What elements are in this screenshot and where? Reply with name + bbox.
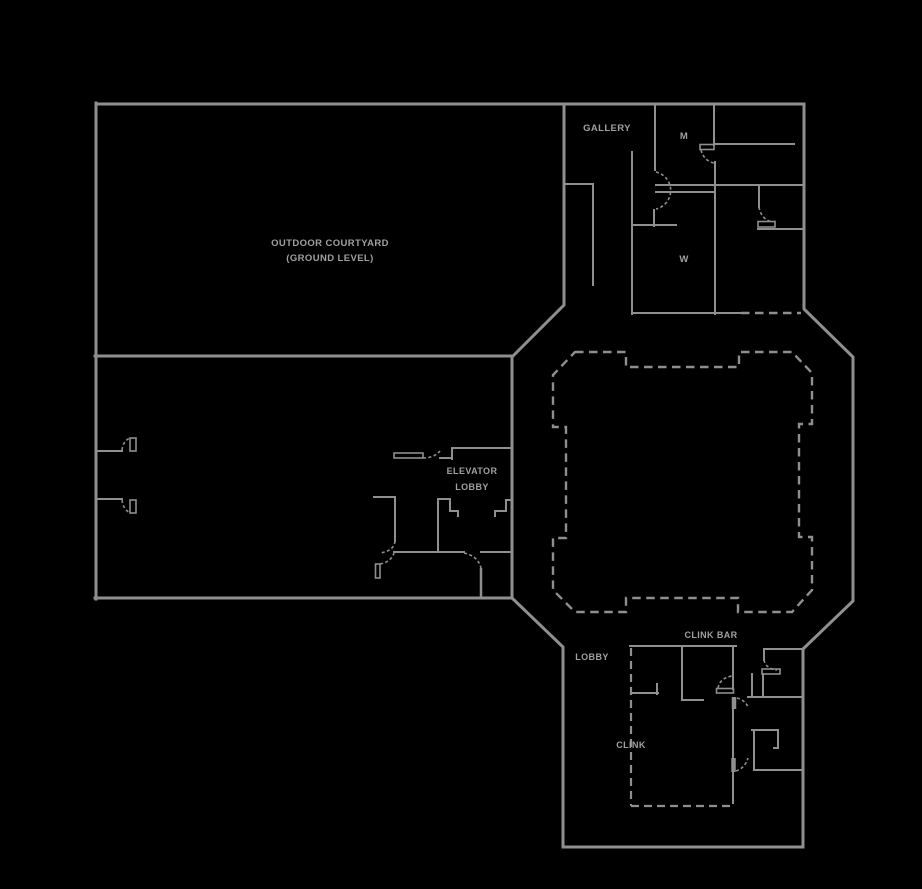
label-clink: CLINK bbox=[616, 740, 646, 750]
door-arc bbox=[735, 757, 749, 772]
door-swings bbox=[95, 143, 781, 772]
label-mens-room: M bbox=[680, 131, 688, 142]
outer-walls bbox=[93, 101, 855, 849]
label-lobby: LOBBY bbox=[575, 652, 609, 662]
door-leaf bbox=[761, 668, 781, 675]
label-elevator-line1: ELEVATOR bbox=[447, 466, 498, 476]
door-leaf bbox=[393, 452, 424, 459]
door-leaf bbox=[699, 143, 715, 151]
wall-segments bbox=[563, 103, 805, 315]
door-leaf bbox=[715, 687, 735, 694]
door-arc bbox=[121, 437, 131, 451]
door-leaf bbox=[129, 499, 137, 514]
door-leaf bbox=[757, 220, 776, 228]
label-courtyard-line1: OUTDOOR COURTYARD bbox=[271, 238, 389, 249]
room-labels: OUTDOOR COURTYARD (GROUND LEVEL) GALLERY… bbox=[271, 123, 737, 750]
door-jambs bbox=[731, 697, 737, 772]
door-arc bbox=[655, 171, 672, 210]
door-arc bbox=[422, 450, 441, 459]
door-arc bbox=[763, 659, 778, 671]
door-arc bbox=[700, 149, 715, 164]
door-arc bbox=[121, 499, 131, 514]
label-courtyard-line2: (GROUND LEVEL) bbox=[286, 253, 373, 264]
door-arc bbox=[758, 206, 773, 223]
clink-walls bbox=[629, 645, 804, 804]
wall-segments bbox=[373, 447, 511, 553]
door-arc bbox=[736, 697, 749, 708]
door-leaf bbox=[129, 437, 137, 452]
elevator-lobby-walls bbox=[373, 447, 511, 553]
door-arc bbox=[717, 675, 733, 689]
label-clink-bar: CLINK BAR bbox=[684, 630, 737, 640]
courtyard-above-outline bbox=[551, 350, 814, 614]
door-arc bbox=[379, 540, 396, 554]
overhead-dashed-outlines bbox=[551, 311, 814, 808]
label-elevator-line2: LOBBY bbox=[455, 482, 489, 492]
door-arc bbox=[379, 552, 395, 565]
restroom-walls bbox=[563, 103, 805, 315]
label-gallery: GALLERY bbox=[583, 123, 631, 134]
door-arc bbox=[463, 552, 482, 569]
label-womens-room: W bbox=[679, 254, 688, 265]
door-leaf bbox=[374, 563, 381, 579]
wall-segments bbox=[629, 645, 804, 804]
